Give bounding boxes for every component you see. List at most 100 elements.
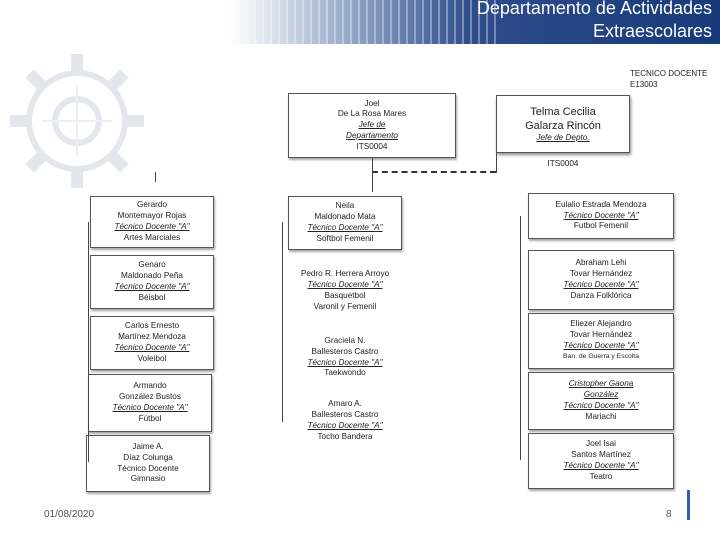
staff-line: González Bustos	[119, 392, 181, 402]
staff-line: Carlos Ernesto	[124, 321, 180, 331]
head-of-department-box: Joel De La Rosa Mares Jefe de Departamen…	[288, 93, 456, 158]
staff-role: Técnico Docente "A"	[563, 210, 639, 220]
staff-activity: Basquetbol	[324, 291, 366, 300]
staff-role: Técnico Docente "A"	[114, 222, 190, 231]
staff-card-col1-5: Jaime A. Díaz Colunga Técnico Docente Gi…	[86, 435, 210, 492]
staff-line: Graciela N.	[324, 335, 366, 345]
connector-col3	[520, 216, 521, 460]
staff-activity: Artes Marciales	[123, 232, 181, 242]
head-code: ITS0004	[356, 141, 388, 151]
staff-card-col3-3: Eliezer Alejandro Tovar Hernández Técnic…	[528, 313, 674, 369]
staff-line: Jaime A.	[132, 441, 164, 451]
staff-line: Eliezer Alejandro	[570, 319, 632, 329]
staff-role: Técnico Docente "A"	[563, 461, 639, 470]
department-chief-box: Telma Cecilia Galarza Rincón Jefe de Dep…	[496, 95, 630, 153]
staff-role: Técnico Docente "A"	[114, 343, 190, 352]
staff-line: Gerardo	[136, 200, 168, 210]
connector-dashed	[372, 171, 496, 173]
staff-line: Amaro A.	[328, 399, 362, 409]
staff-card-col3-5: Joel Isai Santos Martínez Técnico Docent…	[528, 433, 674, 489]
staff-line: Maldonado Mata	[314, 212, 376, 222]
connector-chief-down	[496, 153, 497, 173]
staff-line: Cristopher Gaona	[568, 379, 634, 389]
staff-card-col2-4: Amaro A. Ballesteros Castro Técnico Doce…	[288, 393, 402, 449]
footer-accent-bar	[687, 490, 690, 520]
staff-line: Díaz Colunga	[123, 452, 173, 462]
staff-role: Técnico Docente "A"	[112, 403, 188, 412]
chief-code: ITS0004	[496, 158, 630, 170]
head-role-2: Departamento	[346, 130, 398, 140]
staff-line: Abraham Lehi	[575, 258, 627, 268]
page-number: 8	[666, 509, 672, 520]
chief-code-text: ITS0004	[547, 158, 579, 168]
staff-activity: Danza Folklórica	[570, 290, 632, 300]
staff-activity: Ban. de Guerra y Escolta	[563, 352, 639, 360]
staff-line: Maldonado Peña	[121, 271, 183, 281]
staff-line: González	[583, 390, 619, 400]
staff-card-col2-1: Neila Maldonado Mata Técnico Docente "A"…	[288, 196, 402, 250]
staff-line: Santos Martínez	[571, 450, 631, 460]
connector-mid	[372, 172, 373, 192]
staff-line: Genaro	[138, 260, 166, 270]
connector-head-down	[372, 158, 373, 172]
staff-line: Martínez Mendoza	[118, 332, 186, 342]
staff-activity: Futbol Femenil	[573, 221, 629, 231]
staff-activity: Varonil y Femenil	[313, 301, 377, 311]
staff-activity: Taekwondo	[324, 368, 366, 378]
staff-card-col1-4: Armando González Bustos Técnico Docente …	[88, 374, 212, 432]
head-name-first: Joel	[364, 98, 380, 108]
header-banner	[0, 0, 720, 44]
staff-card-col3-4: Cristopher Gaona González Técnico Docent…	[528, 372, 674, 430]
staff-card-col2-2: Pedro R. Herrera Arroyo Técnico Docente …	[288, 256, 402, 326]
staff-activity: Béisbol	[138, 292, 166, 302]
page-title-line-2: Extraescolares	[592, 21, 712, 41]
staff-card-col1-3: Carlos Ernesto Martínez Mendoza Técnico …	[90, 316, 214, 370]
head-name-last: De La Rosa Mares	[337, 109, 407, 119]
chief-name-last: Galarza Rincón	[525, 119, 601, 132]
staff-role: Técnico Docente "A"	[563, 280, 639, 289]
staff-activity: Gimnasio	[130, 474, 166, 484]
staff-activity: Voleibol	[137, 353, 167, 363]
staff-line: Pedro R. Herrera Arroyo	[300, 269, 390, 279]
staff-line: Ballesteros Castro	[311, 346, 379, 356]
tecnico-docente-label: TECNICO DOCENTE E13003	[630, 68, 707, 90]
footer-date: 01/08/2020	[44, 509, 95, 520]
staff-role: Técnico Docente "A"	[307, 421, 383, 430]
chief-name-first: Telma Cecilia	[530, 105, 596, 118]
staff-card-col1-1: Gerardo Montemayor Rojas Técnico Docente…	[90, 196, 214, 248]
staff-card-col3-2: Abraham Lehi Tovar Hernández Técnico Doc…	[528, 250, 674, 310]
staff-card-col2-3: Graciela N. Ballesteros Castro Técnico D…	[288, 330, 402, 385]
head-role-1: Jefe de	[358, 120, 386, 130]
connector-col1	[88, 222, 89, 462]
staff-role: Técnico Docente "A"	[307, 223, 383, 232]
chief-role: Jefe de Depto.	[536, 132, 590, 142]
connector-left	[155, 172, 156, 182]
staff-role: Técnico Docente "A"	[563, 341, 639, 350]
staff-role: Técnico Docente "A"	[307, 280, 383, 290]
staff-line: Joel Isai	[585, 439, 617, 449]
staff-line: Montemayor Rojas	[117, 211, 187, 221]
tecnico-docente-code: E13003	[630, 80, 658, 89]
staff-card-col1-2: Genaro Maldonado Peña Técnico Docente "A…	[90, 255, 214, 309]
staff-line: Armando	[133, 381, 167, 391]
staff-role: Técnico Docente "A"	[307, 357, 383, 367]
staff-line: Eulalio Estrada Mendoza	[555, 199, 647, 209]
staff-activity: Teatro	[589, 471, 613, 481]
staff-activity: Fútbol	[138, 413, 162, 423]
staff-line: Ballesteros Castro	[311, 410, 379, 420]
staff-activity: Softbol Femenil	[316, 233, 374, 243]
staff-role: Técnico Docente "A"	[114, 282, 190, 291]
page-title-line-1: Departamento de Actividades	[476, 0, 712, 18]
staff-role: Técnico Docente "A"	[563, 401, 639, 410]
connector-col2	[282, 222, 283, 422]
gear-watermark-icon	[10, 54, 144, 188]
staff-activity: Mariachi	[585, 411, 617, 421]
staff-activity: Tocho Bandera	[317, 431, 373, 441]
staff-card-col3-1: Eulalio Estrada Mendoza Técnico Docente …	[528, 193, 674, 239]
page-title: Departamento de Actividades Extraescolar…	[372, 0, 712, 43]
staff-line: Tovar Hernández	[569, 330, 633, 340]
tecnico-docente-title: TECNICO DOCENTE	[630, 69, 708, 78]
staff-line: Neila	[335, 201, 355, 211]
staff-line: Tovar Hernández	[569, 269, 633, 279]
staff-role: Técnico Docente	[117, 463, 179, 473]
